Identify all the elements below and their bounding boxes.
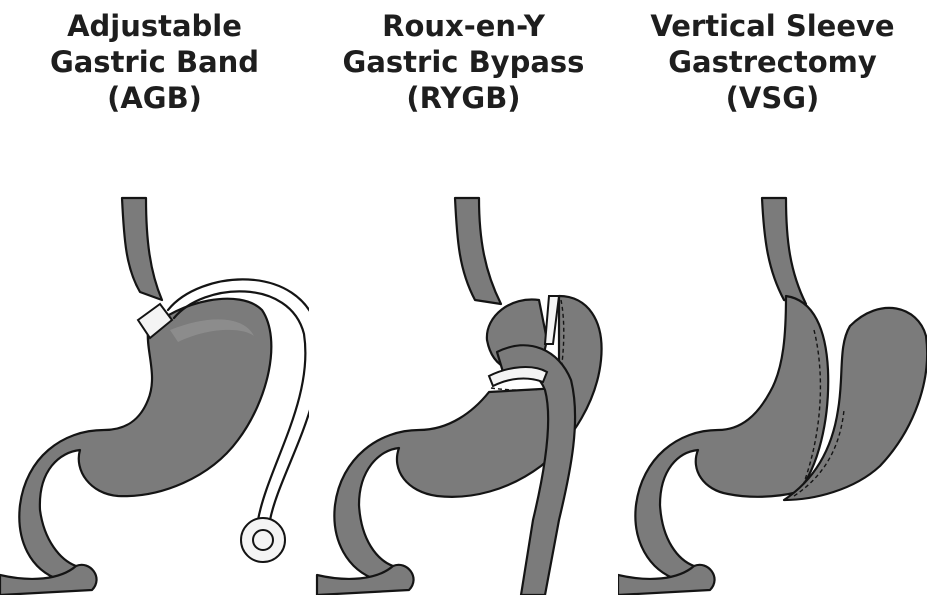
agb-illustration xyxy=(0,0,309,595)
panel-rygb: Roux-en-Y Gastric Bypass (RYGB) xyxy=(309,0,618,595)
panel-vsg: Vertical Sleeve Gastrectomy (VSG) xyxy=(618,0,927,595)
panel-agb: Adjustable Gastric Band (AGB) xyxy=(0,0,309,595)
esophagus xyxy=(455,198,501,304)
access-port-center xyxy=(253,530,273,550)
rygb-illustration xyxy=(309,0,618,595)
sleeve-stomach xyxy=(635,296,828,580)
staple-gap xyxy=(545,296,559,344)
stomach xyxy=(19,299,271,580)
anastomosis-ring xyxy=(489,367,547,386)
esophagus xyxy=(762,198,806,304)
vsg-illustration xyxy=(618,0,927,595)
esophagus xyxy=(122,198,162,300)
